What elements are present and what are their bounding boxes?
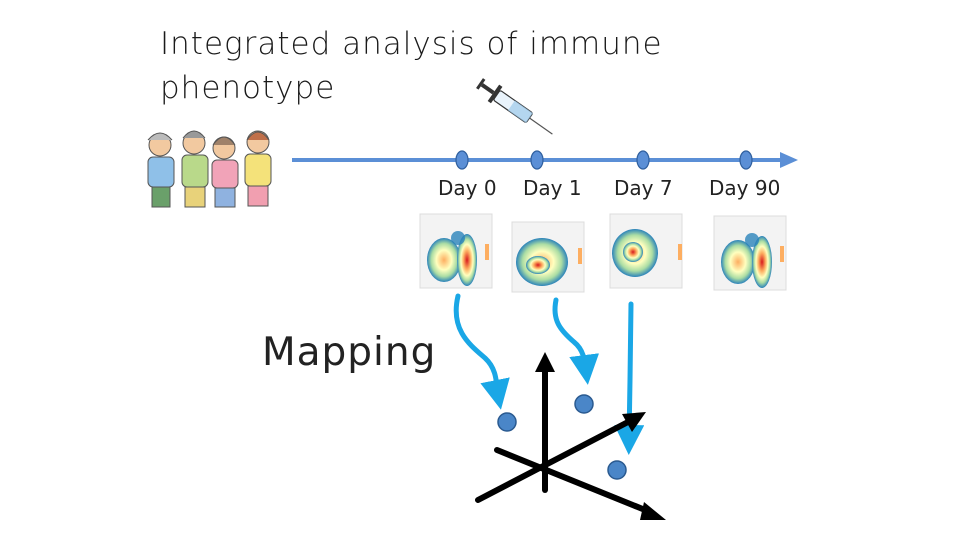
- point-day-1: [574, 394, 594, 414]
- timepoint-day-90: [739, 150, 753, 170]
- density-plot-day-0: [419, 213, 493, 289]
- day-label-1: Day 1: [523, 176, 582, 200]
- density-plot-day-90: [713, 215, 787, 291]
- density-plot-day-1: [511, 221, 585, 293]
- point-day-0: [497, 412, 517, 432]
- title-line-1: Integrated analysis of immune: [160, 26, 663, 62]
- density-plot-day-7: [609, 213, 683, 289]
- title-line-2: phenotype: [160, 70, 336, 106]
- timepoint-day-1: [530, 150, 544, 170]
- day-label-90: Day 90: [709, 176, 781, 200]
- mapping-arrow-day-0: [453, 293, 510, 410]
- timepoint-day-7: [636, 150, 650, 170]
- mapping-arrow-day-1: [552, 297, 600, 385]
- flow-cytometry-density-plot-icon: [419, 213, 787, 293]
- point-day-7: [607, 460, 627, 480]
- day-label-7: Day 7: [614, 176, 673, 200]
- slide-title: Integrated analysis of immune phenotype: [160, 22, 663, 110]
- axis-diagonal-down: [494, 447, 653, 515]
- mapped-points: [497, 394, 627, 480]
- elderly-group-icon: [140, 128, 274, 208]
- syringe-icon: [476, 78, 553, 135]
- timepoint-day-0: [455, 150, 469, 170]
- mapping-label: Mapping: [262, 330, 437, 375]
- timeline: [292, 150, 798, 170]
- axis-diagonal-up: [475, 419, 631, 503]
- 3d-axes: [475, 352, 666, 520]
- day-label-0: Day 0: [438, 176, 497, 200]
